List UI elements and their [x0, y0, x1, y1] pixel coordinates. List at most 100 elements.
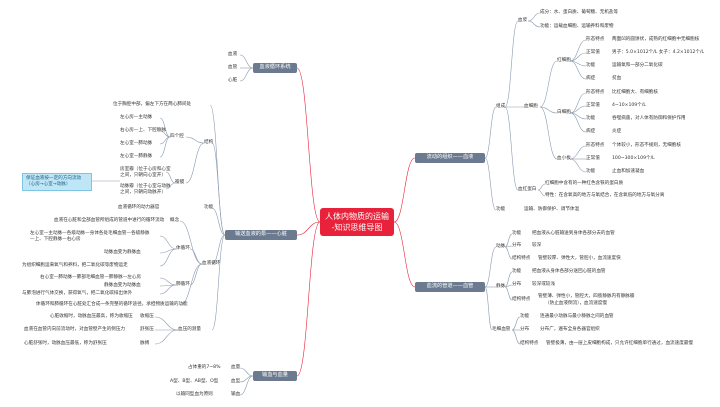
platelet-normal-label: 正常值	[586, 156, 600, 161]
transfusion-principle: 以输同型血为原则	[176, 392, 213, 397]
diastolic-label: 舒张压	[140, 327, 154, 332]
wbc-label: 白细胞	[557, 110, 571, 115]
connector-line	[484, 157, 497, 211]
root-node[interactable]: 人体内物质的运输 -知识思维导图	[320, 208, 394, 236]
wbc-disease-value: 炎症	[612, 129, 622, 134]
wbc-normal-label: 正常值	[586, 103, 600, 108]
connector-line	[179, 220, 203, 265]
valve-1b: 之间，只朝向心室开）	[120, 173, 166, 178]
connector-line	[504, 106, 519, 191]
circ-item-heart: 心脏	[228, 78, 238, 83]
connector-line	[484, 286, 493, 331]
connector-line	[159, 117, 171, 138]
branch-heart[interactable]: 输送血液的泵——心脏	[225, 230, 297, 240]
heart-function-label: 功能	[204, 205, 214, 210]
circ-item-vessel: 血管	[228, 65, 238, 70]
artery-structure-label: 结构特点	[512, 256, 531, 261]
capillary-function-value: 连通最小动脉与最小静脉之间的血管	[540, 314, 614, 319]
capillary-structure-label: 结构特点	[520, 341, 539, 346]
connector-line	[511, 329, 521, 345]
four-chambers-label: 四个腔	[170, 134, 184, 139]
connector-line	[159, 284, 177, 295]
connector-line	[189, 248, 203, 265]
connector-line	[527, 20, 541, 28]
connector-line	[569, 52, 587, 62]
branch-blood[interactable]: 流动的组织——血液	[415, 153, 485, 163]
platelet-shape-value: 个体较小，形态不规则，无细胞核	[612, 143, 681, 148]
heart-structure-label: 结构	[204, 140, 214, 145]
valve-2a: 动脉瓣（位于心室与动脉	[120, 184, 171, 189]
connector-line	[504, 271, 513, 288]
wbc-shape-label: 形态特点	[586, 90, 605, 95]
blood-function-label: 功能	[496, 207, 506, 212]
connector-line	[211, 207, 226, 236]
platelet-normal-value: 100~300×109个/L	[612, 156, 655, 161]
connector-line	[154, 329, 179, 345]
plasma-components: 成分：水、蛋白质、葡萄糖、无机盐等	[540, 10, 619, 15]
blood-types-value: A型、B型、AB型、O型	[170, 379, 219, 384]
systemic-label: 体循环	[176, 246, 190, 251]
connector-line	[484, 246, 497, 288]
connector-line	[537, 189, 546, 197]
callout-line2: （心房→心室→动脉）	[26, 182, 71, 187]
connector-line	[185, 136, 205, 144]
connector-line	[511, 316, 521, 331]
connector-line	[159, 235, 177, 250]
pulmonary-function: 与肺泡进行气体交换，获得氧气，把二氧化碳排出体外	[22, 291, 133, 296]
connector-line	[185, 142, 205, 184]
wbc-function-label: 功能	[586, 116, 596, 121]
circulation-label: 血液循环	[202, 261, 221, 266]
branch-circulation[interactable]: 血液循环系统	[253, 63, 297, 73]
volume-value: 占体重的7~8%	[188, 365, 221, 370]
hemoglobin-line2: 特性：在含氧高的地方与氧结合，在含氧低的地方与氧分离	[545, 193, 665, 198]
connector-line	[569, 145, 587, 160]
bp-definition: 心脏收缩时，动脉血压最高，称为收缩压	[50, 314, 133, 319]
branch-transfusion[interactable]: 输血与血量	[253, 371, 297, 381]
bp-systolic: 血液在血管内向前流动时，对血管壁产生的侧压力	[24, 327, 126, 332]
platelet-function-label: 功能	[586, 169, 596, 174]
connector-line	[504, 233, 513, 248]
vein-distribution-value: 较深或较浅	[532, 282, 555, 287]
branch-vessels[interactable]: 血流的管道——血管	[415, 282, 485, 292]
connector-line	[539, 106, 558, 114]
connector-line	[296, 221, 321, 377]
rbc-disease-value: 贫血	[612, 76, 622, 81]
connector-line	[393, 221, 416, 288]
artery-label: 动脉	[496, 244, 506, 249]
circ-item-blood: 血液	[228, 52, 238, 57]
blood-composition: 组成	[496, 104, 506, 109]
blood-cells: 血细胞	[524, 104, 538, 109]
capillary-label: 毛细血管	[492, 327, 511, 332]
connector-line	[165, 171, 176, 184]
connector-line	[296, 221, 321, 236]
concept-label: 概念	[170, 218, 180, 223]
rbc-shape-label: 形态特点	[586, 37, 605, 42]
platelet-function-value: 止血和加速凝血	[612, 169, 645, 174]
circulation-relation: 体循环和肺循环在心脏处汇合成一条完整的循环途径，承担物质运输的功能	[36, 302, 188, 307]
systemic-blood: 动脉血变为静脉血	[104, 250, 141, 255]
rbc-function-value: 运输氧和一部分二氧化碳	[612, 63, 663, 68]
wbc-shape-value: 比红细胞大、有细胞核	[612, 90, 658, 95]
valve-callout: 保证血液按一定的方向流动 （心房→心室→动脉）	[22, 173, 92, 191]
pulmonary-blood: 静脉血变为动脉血	[104, 283, 141, 288]
connector-line	[484, 106, 497, 159]
artery-structure-value: 管壁较厚、弹性大，管腔小，血流速度快	[538, 256, 621, 261]
rbc-shape-value: 两面凹的圆饼状，成熟的红细胞中无细胞核	[612, 37, 700, 42]
wbc-function-value: 吞噬病菌，对人体有防御和保护作用	[612, 116, 686, 121]
root-title-line2: -知识思维导图	[331, 223, 383, 232]
hemoglobin-line1: 红细胞中含有的一种红色含铁的蛋白质	[545, 181, 624, 186]
valve-2b: 之间，只朝向动脉开）	[120, 190, 166, 195]
heart-function-value: 血液循环的动力器官	[118, 205, 160, 210]
connector-line	[504, 284, 513, 288]
pressure-label: 血压的测量	[178, 327, 201, 332]
connector-line	[504, 20, 519, 108]
vein-function-label: 功能	[512, 269, 522, 274]
connector-line	[504, 246, 513, 260]
blood-types-label: 血型	[231, 379, 241, 384]
chamber-1: 左心房—主动脉	[120, 115, 153, 120]
vein-structure-label: 结构特点	[512, 297, 531, 302]
connector-line	[296, 67, 321, 223]
rbc-normal-label: 正常值	[586, 50, 600, 55]
connector-line	[393, 157, 416, 223]
